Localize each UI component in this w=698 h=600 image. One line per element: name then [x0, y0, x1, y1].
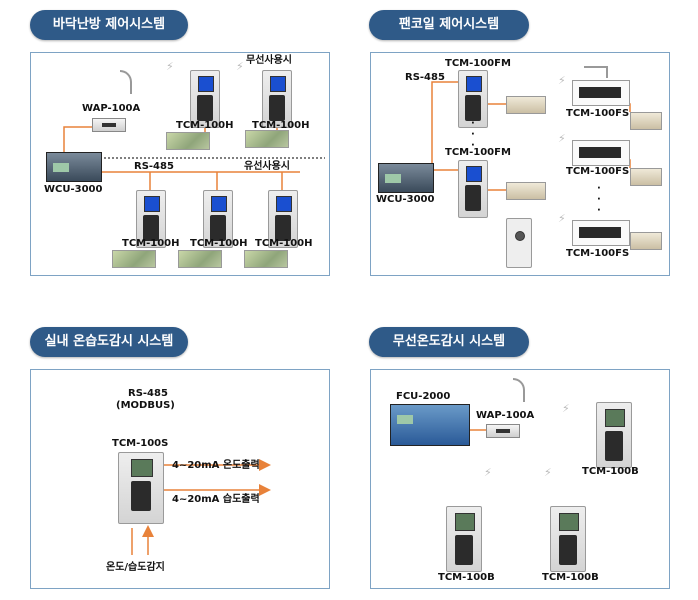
- device-label: TCM-100S: [112, 438, 169, 449]
- device-label: TCM-100H: [122, 238, 180, 249]
- thermostat: [262, 70, 292, 128]
- wireless-signal-icon: [513, 378, 525, 402]
- thermostat: [268, 190, 298, 248]
- wireless-signal-icon: [584, 66, 608, 78]
- wap-label: WAP-100A: [82, 103, 141, 114]
- controller-panel: [506, 218, 532, 268]
- device-label: TCM-100H: [255, 238, 313, 249]
- rs485-label: RS-485: [405, 72, 445, 83]
- ellipsis-dots: ···: [471, 118, 475, 151]
- wireless-signal-icon: [120, 70, 132, 94]
- fan-coil-unit: [506, 96, 546, 114]
- thermostat: [458, 160, 488, 218]
- section-title-floor-heating: 바닥난방 제어시스템: [30, 10, 188, 40]
- fcu-label: FCU-2000: [396, 391, 451, 402]
- floor-image: [112, 250, 156, 268]
- device-label: TCM-100B: [438, 572, 495, 583]
- wap-label: WAP-100A: [476, 410, 535, 421]
- lightning-icon: ⚡: [236, 60, 244, 73]
- modbus-label: (MODBUS): [116, 400, 175, 411]
- fan-coil-unit: [630, 168, 662, 186]
- fan-coil-slave: [572, 80, 630, 106]
- fcu-controller: [390, 404, 470, 446]
- fan-coil-unit: [630, 112, 662, 130]
- device-label: TCM-100H: [190, 238, 248, 249]
- lightning-icon: ⚡: [166, 60, 174, 73]
- section-title-indoor-sensing: 실내 온습도감시 시스템: [30, 327, 188, 357]
- sensor-device: [118, 452, 164, 524]
- lightning-icon: ⚡: [544, 466, 552, 479]
- wireless-use-label: 무선사용시: [246, 55, 292, 66]
- wireless-sensor: [446, 506, 482, 572]
- wap-device: [486, 424, 520, 438]
- fs-label: TCM-100FS: [566, 108, 630, 119]
- fan-coil-unit: [506, 182, 546, 200]
- floor-image: [245, 130, 289, 148]
- wap-device: [92, 118, 126, 132]
- lightning-icon: ⚡: [558, 212, 566, 225]
- panel-indoor-sensing: [30, 369, 330, 589]
- fan-coil-slave: [572, 220, 630, 246]
- floor-image: [244, 250, 288, 268]
- device-label: TCM-100B: [582, 466, 639, 477]
- sense-label: 온도/습도감지: [106, 562, 165, 573]
- wcu-controller: [378, 163, 434, 193]
- fan-coil-unit: [630, 232, 662, 250]
- wcu-label: WCU-3000: [44, 184, 103, 195]
- device-label: TCM-100B: [542, 572, 599, 583]
- thermostat: [190, 70, 220, 128]
- fs-label: TCM-100FS: [566, 248, 630, 259]
- fan-coil-slave: [572, 140, 630, 166]
- wireless-sensor: [550, 506, 586, 572]
- wcu-label: WCU-3000: [376, 194, 435, 205]
- lightning-icon: ⚡: [484, 466, 492, 479]
- temp-output-label: 4~20mA 온도출력: [172, 460, 260, 471]
- floor-image: [166, 132, 210, 150]
- floor-image: [178, 250, 222, 268]
- rs485-label: RS-485: [128, 388, 168, 399]
- ellipsis-dots: ···: [597, 183, 601, 216]
- device-label: TCM-100H: [176, 120, 234, 131]
- rs485-label: RS-485: [134, 161, 174, 172]
- section-title-wireless-temp: 무선온도감시 시스템: [369, 327, 529, 357]
- wired-use-label: 유선사용시: [244, 161, 290, 172]
- fm-label: TCM-100FM: [445, 147, 511, 158]
- device-label: TCM-100H: [252, 120, 310, 131]
- section-title-fan-coil: 팬코일 제어시스템: [369, 10, 529, 40]
- lightning-icon: ⚡: [558, 74, 566, 87]
- wireless-sensor: [596, 402, 632, 468]
- wcu-controller: [46, 152, 102, 182]
- thermostat: [203, 190, 233, 248]
- humid-output-label: 4~20mA 습도출력: [172, 494, 260, 505]
- fm-label: TCM-100FM: [445, 58, 511, 69]
- thermostat: [458, 70, 488, 128]
- fs-label: TCM-100FS: [566, 166, 630, 177]
- lightning-icon: ⚡: [558, 132, 566, 145]
- lightning-icon: ⚡: [562, 402, 570, 415]
- thermostat: [136, 190, 166, 248]
